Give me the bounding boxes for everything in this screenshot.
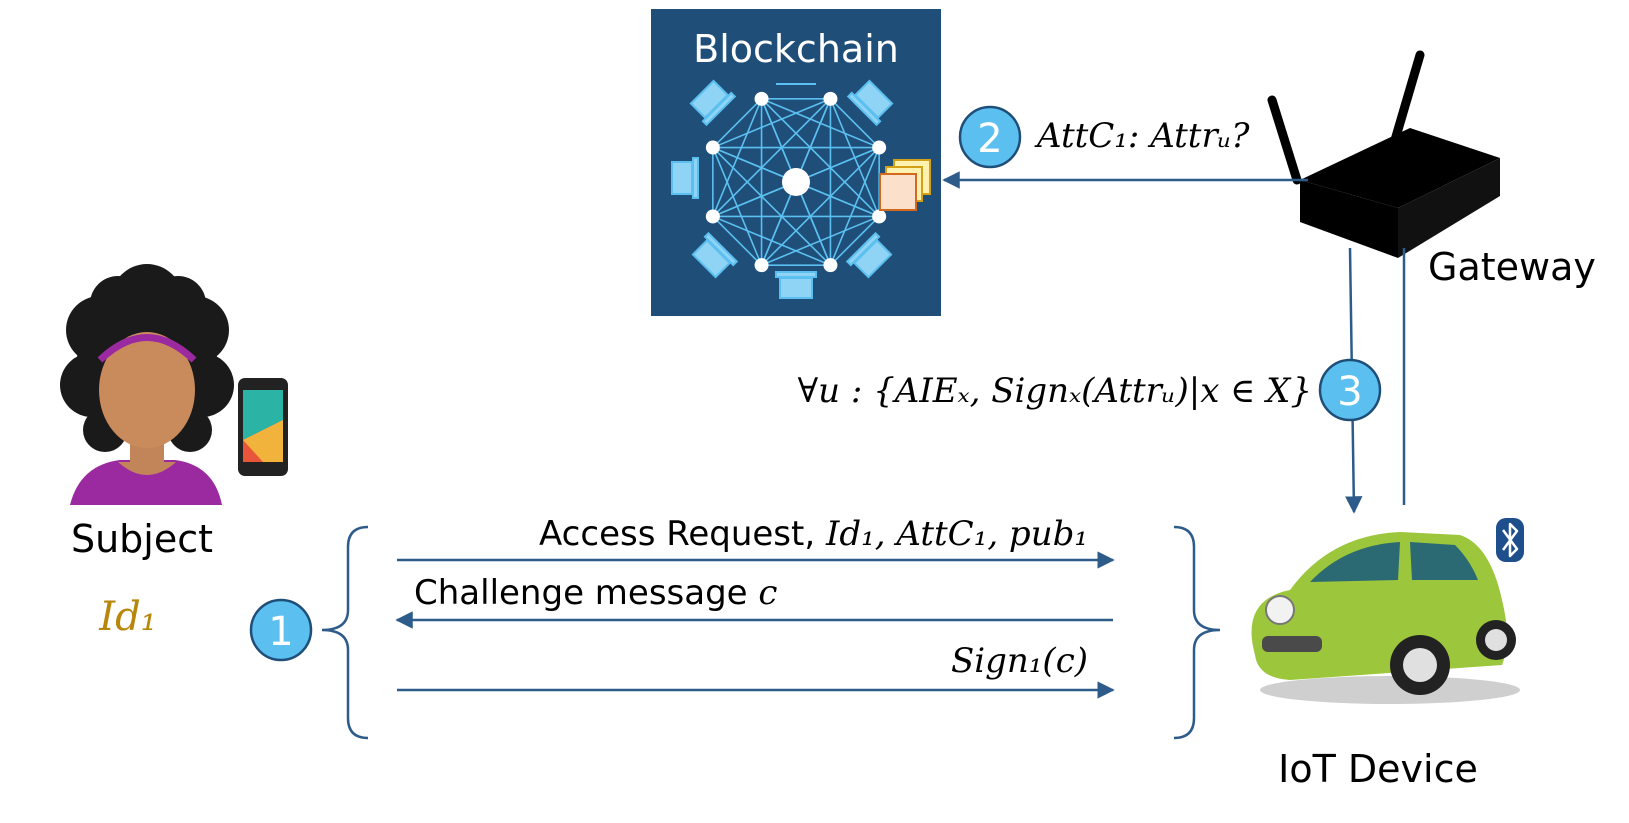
network-node (872, 209, 887, 224)
car-icon (1251, 532, 1520, 704)
blockchain-box: Blockchain (651, 9, 941, 316)
network-link (760, 181, 797, 266)
network-node (705, 209, 720, 224)
step-badge-2: 2 (958, 105, 1022, 169)
left-brace (321, 525, 369, 740)
subject-id: Id₁ (98, 594, 156, 640)
network-node (754, 91, 769, 106)
network-link (829, 215, 880, 266)
network-node (823, 91, 838, 106)
network-link (795, 98, 832, 183)
step-3-message: ∀u : {AIEₓ, Signₓ(Attrᵤ)|x ∈ X} (798, 371, 1312, 411)
iot-device-label: IoT Device (1278, 747, 1478, 791)
step-badge-3: 3 (1318, 358, 1382, 422)
network-link (795, 181, 832, 266)
blockchain-title: Blockchain (693, 27, 899, 71)
network-link (829, 98, 880, 149)
step-badge-1: 1 (249, 598, 313, 662)
right-brace (1173, 525, 1221, 740)
svg-text:1: 1 (268, 609, 293, 655)
subject-label: Subject (71, 517, 213, 561)
network-link (795, 181, 880, 218)
gateway-label: Gateway (1428, 245, 1596, 289)
document-icon (879, 159, 931, 211)
network-link (712, 98, 763, 149)
signature-message: Sign₁(c) (951, 641, 1088, 681)
step-2-message: AttC₁: Attrᵤ? (1034, 116, 1250, 156)
network-link (712, 146, 797, 183)
person-icon (60, 264, 234, 505)
network-link (760, 98, 880, 218)
network-node (872, 140, 887, 155)
network-link (795, 146, 880, 183)
svg-text:2: 2 (977, 116, 1002, 162)
challenge-message: Challenge message c (414, 573, 777, 613)
bluetooth-icon (1496, 518, 1524, 562)
network-node (705, 140, 720, 155)
network-link (760, 98, 797, 183)
smartphone-icon (238, 378, 288, 476)
network-link (761, 98, 880, 149)
network-link (712, 215, 763, 266)
network-link (712, 181, 797, 218)
access-request-message: Access Request, Id₁, AttC₁, pub₁ (539, 514, 1088, 554)
network-node (754, 258, 769, 273)
svg-text:3: 3 (1337, 369, 1362, 415)
network-node (823, 258, 838, 273)
blockchain-network-icon (671, 79, 931, 299)
router-icon (1267, 50, 1500, 258)
